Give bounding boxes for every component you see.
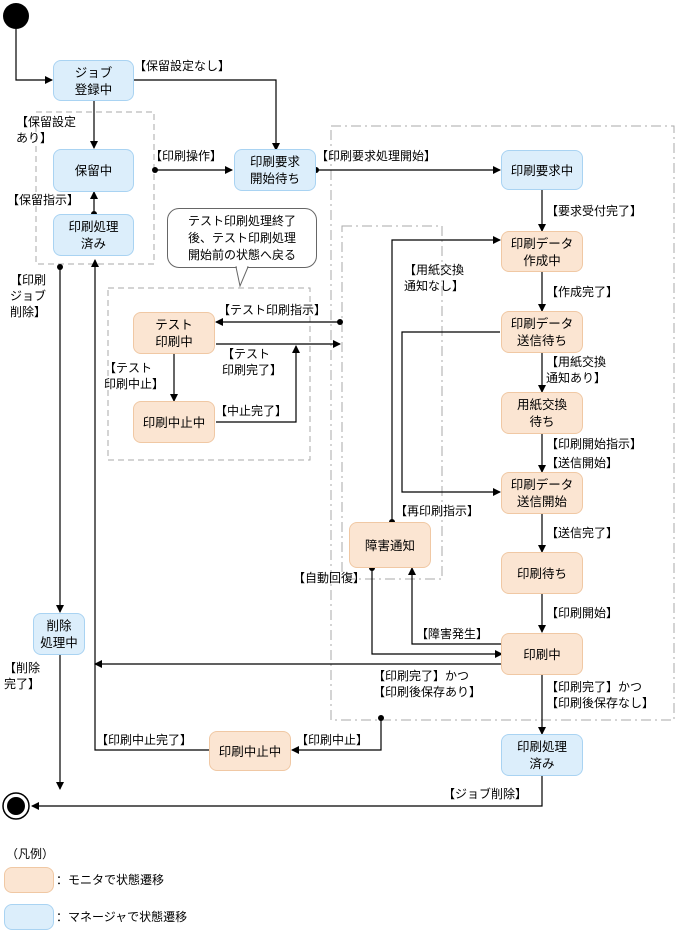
label-no-hold: 【保留設定なし】 (134, 59, 231, 73)
label-stop-done: 【中止完了】 (215, 404, 288, 418)
label-hold-instruction: 【保留指示】 (7, 193, 80, 207)
inner-process-group-box (341, 225, 443, 580)
edge-auto-recovery (371, 568, 503, 658)
label-test-print-done: 【テスト 印刷完了】 (222, 347, 283, 377)
state-deleting: 削除 処理中 (33, 613, 85, 655)
state-printing: 印刷中 (501, 633, 583, 675)
label-no-paper-change-notice: 【用紙交換 通知なし】 (404, 263, 465, 293)
legend-manager-swatch (4, 904, 54, 930)
label-print-done-nosave: 【印刷完了】かつ 【印刷後保存なし】 (546, 680, 655, 710)
state-print-data-send-start: 印刷データ 送信開始 (501, 472, 583, 514)
state-waiting-print-data-send: 印刷データ 送信待ち (501, 311, 583, 353)
test-print-group-box (107, 287, 311, 461)
label-request-accepted: 【要求受付完了】 (546, 204, 643, 218)
edge-start-register (15, 29, 53, 84)
state-waiting-paper-change: 用紙交換 待ち (501, 392, 583, 434)
state-test-print-stopping: 印刷中止中 (133, 401, 215, 443)
hold-group-box (35, 111, 155, 265)
legend-monitor-text: ：モニタで状態遷移 (56, 873, 165, 887)
label-reprint-instruction: 【再印刷指示】 (395, 504, 480, 518)
label-send-done: 【送信完了】 (546, 526, 619, 540)
label-print-stop: 【印刷中止】 (296, 733, 369, 747)
label-hold-set: 【保留設定 あり】 (16, 115, 77, 145)
label-failure-occurred: 【障害発生】 (416, 627, 489, 641)
edge-failure-occurred (408, 567, 502, 645)
label-job-delete: 【ジョブ削除】 (443, 787, 528, 801)
state-waiting-print: 印刷待ち (501, 552, 583, 594)
edge-print-stop-done (91, 259, 209, 751)
label-print-done-save: 【印刷完了】かつ 【印刷後保存あり】 (373, 669, 482, 699)
legend-manager-text: ：マネージャで状態遷移 (56, 910, 188, 924)
edge-job-delete (31, 776, 543, 810)
label-print-job-delete: 【印刷 ジョブ 削除】 (10, 273, 47, 319)
label-send-start: 【送信開始】 (546, 456, 619, 470)
edge-print-stop (291, 718, 382, 754)
state-print-data-creating: 印刷データ 作成中 (501, 231, 583, 272)
label-auto-recovery: 【自動回復】 (293, 571, 366, 585)
legend-title: （凡例） (6, 847, 55, 861)
label-print-start-instruction: 【印刷開始指示】 (546, 437, 643, 451)
edge-no-paper-change (401, 331, 501, 496)
label-test-print-instruction: 【テスト印刷指示】 (218, 303, 327, 317)
state-test-printing: テスト 印刷中 (133, 312, 215, 354)
end-node-inner (7, 797, 25, 815)
label-print-request-start: 【印刷要求処理開始】 (316, 149, 437, 163)
label-delete-done: 【削除 完了】 (4, 661, 41, 691)
legend-monitor-swatch (4, 867, 54, 893)
label-print-stop-done: 【印刷中止完了】 (96, 733, 193, 747)
state-waiting-print-request-start: 印刷要求 開始待ち (234, 149, 316, 191)
label-print-start: 【印刷開始】 (546, 606, 619, 620)
end-node-outer (2, 792, 30, 820)
print-process-group-box (330, 125, 675, 721)
callout-note: テスト印刷処理終了 後、テスト印刷処理 開始前の状態へ戻る (167, 208, 317, 268)
edge-stop-done (216, 345, 300, 423)
edge-reprint (391, 236, 501, 522)
edge-no-hold (114, 79, 280, 151)
state-print-stopping: 印刷中止中 (209, 731, 291, 771)
start-node (3, 3, 29, 29)
label-print-operation: 【印刷操作】 (150, 149, 223, 163)
label-paper-change-notice: 【用紙交換 通知あり】 (546, 355, 607, 385)
state-job-registering: ジョブ 登録中 (53, 60, 134, 101)
label-creation-done: 【作成完了】 (546, 285, 619, 299)
state-print-requesting: 印刷要求中 (501, 150, 583, 190)
state-print-processed: 印刷処理 済み (501, 734, 583, 776)
state-failure-notice: 障害通知 (349, 522, 431, 568)
state-print-processed-left: 印刷処理 済み (53, 214, 134, 256)
state-holding: 保留中 (53, 149, 134, 192)
label-test-print-stop: 【テスト 印刷中止】 (104, 361, 165, 391)
